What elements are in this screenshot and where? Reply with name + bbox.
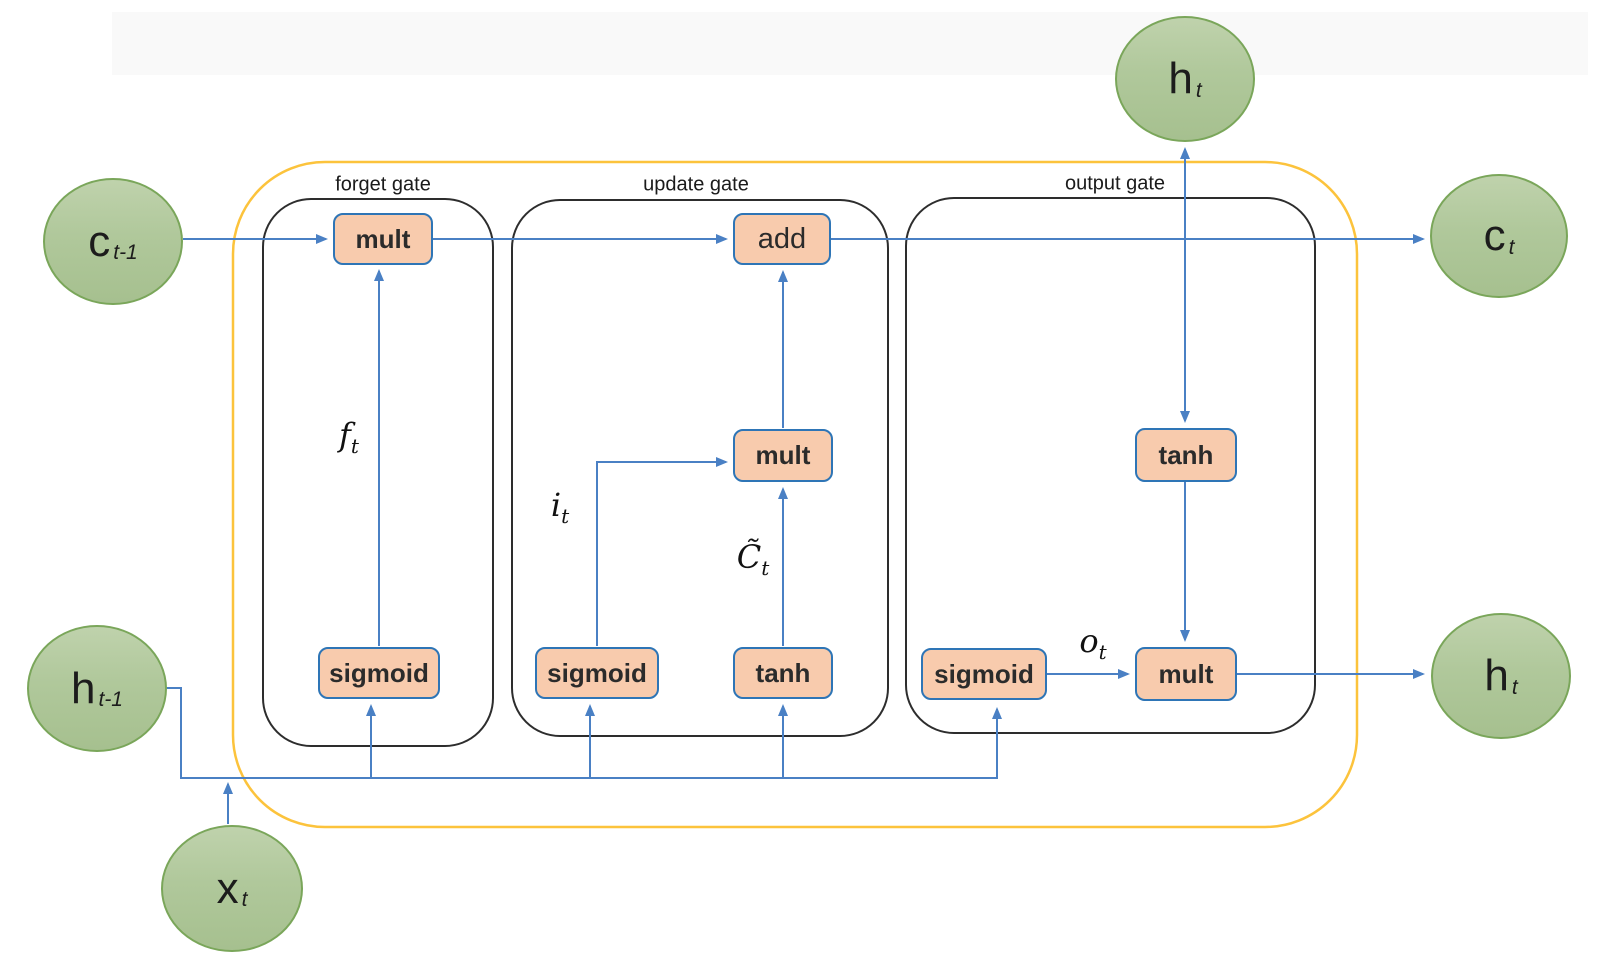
candidate-signal-sub: t bbox=[761, 556, 770, 580]
node-h-out-right-subscript: t bbox=[1511, 675, 1518, 699]
node-c-prev-label: c bbox=[88, 216, 111, 266]
input-signal-main: i bbox=[550, 486, 562, 524]
node-x-input-label: x bbox=[216, 863, 239, 913]
output-gate-outline bbox=[905, 197, 1316, 734]
node-c-prev-subscript: t-1 bbox=[113, 241, 138, 264]
output-sigmoid-box: sigmoid bbox=[921, 648, 1047, 700]
node-c-out-label: c bbox=[1483, 211, 1506, 260]
node-h-out-right-label: h bbox=[1484, 651, 1509, 700]
update-tanh-box: tanh bbox=[733, 647, 833, 699]
output-gate-label: output gate bbox=[1064, 172, 1166, 195]
cell-outline bbox=[231, 160, 1359, 829]
forget-sigmoid-box: sigmoid bbox=[318, 647, 440, 699]
update-gate-label: update gate bbox=[643, 173, 749, 196]
forget-signal-sub: t bbox=[350, 434, 359, 458]
output-tanh-box: tanh bbox=[1135, 428, 1237, 482]
update-sigmoid-box: sigmoid bbox=[535, 647, 659, 699]
node-h-prev-subscript: t-1 bbox=[98, 688, 123, 711]
forget-gate-label: forget gate bbox=[335, 173, 431, 196]
output-signal-label: ot bbox=[1079, 622, 1106, 664]
forget-signal-label: ft bbox=[339, 416, 359, 458]
candidate-signal-main: C̃ bbox=[736, 538, 762, 576]
forget-gate-outline bbox=[262, 198, 494, 747]
output-mult-box: mult bbox=[1135, 647, 1237, 701]
forget-signal-main: f bbox=[339, 416, 351, 454]
node-h-out-top-subscript: t bbox=[1195, 78, 1202, 102]
top-background-band bbox=[112, 12, 1588, 75]
node-c-out-subscript: t bbox=[1508, 235, 1515, 259]
update-mult-box: mult bbox=[733, 429, 833, 482]
output-signal-main: o bbox=[1079, 622, 1099, 660]
update-gate-outline bbox=[511, 199, 889, 737]
forget-mult-box: mult bbox=[333, 213, 433, 265]
update-add-box: add bbox=[733, 213, 831, 265]
output-signal-sub: t bbox=[1098, 640, 1107, 664]
node-x-input-subscript: t bbox=[241, 888, 248, 911]
node-h-prev-label: h bbox=[71, 663, 96, 713]
input-signal-sub: t bbox=[561, 504, 570, 528]
hprev-input-bus bbox=[165, 687, 1002, 779]
node-h-out-top-label: h bbox=[1168, 54, 1193, 103]
arrow-update-sigmoid-to-mult bbox=[596, 457, 728, 646]
candidate-signal-label: C̃t bbox=[737, 538, 770, 580]
input-signal-label: it bbox=[551, 486, 569, 528]
